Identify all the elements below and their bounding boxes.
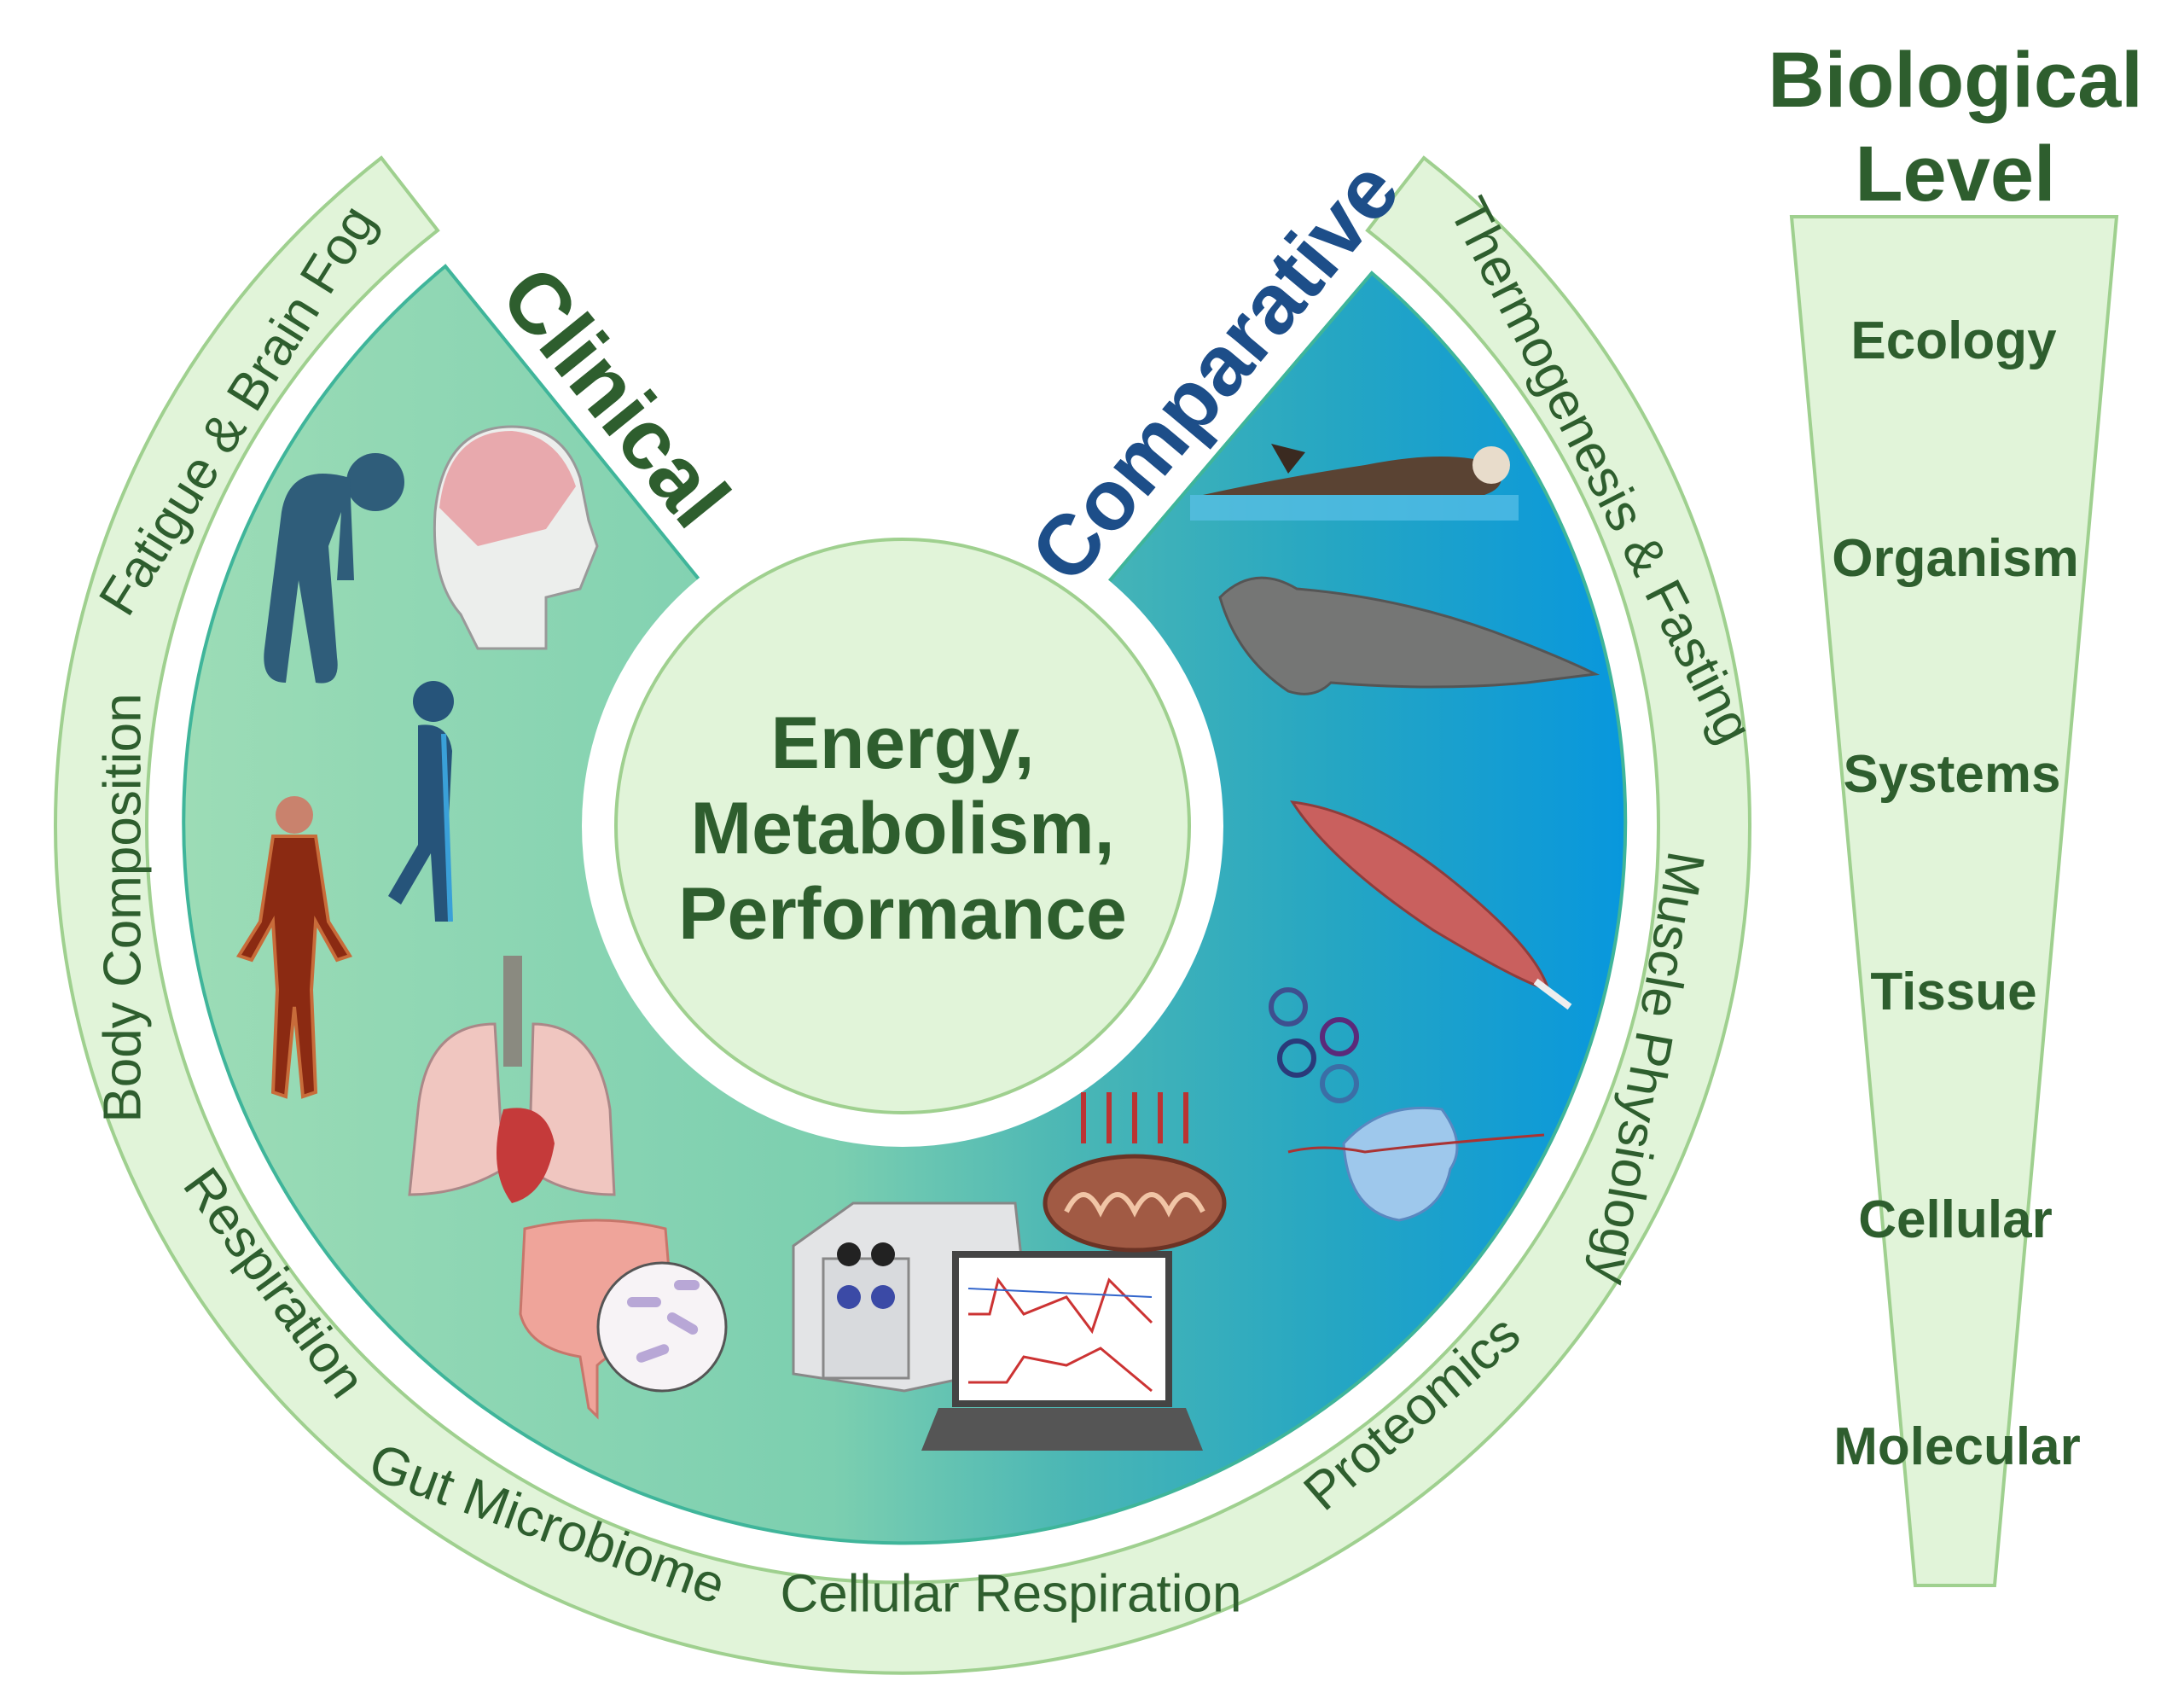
lungs-heart-icon: [408, 956, 616, 1203]
muscle-icon: [1290, 800, 1572, 1010]
seal-icon: [1218, 576, 1600, 695]
fatigued-person-icon: [264, 453, 404, 684]
sea-otter-icon: [1190, 444, 1519, 521]
bacteria-magnified-icon: [596, 1261, 728, 1393]
level-organism: Organism: [1832, 529, 2078, 588]
biological-level-title-line-2: Level: [1855, 131, 2055, 218]
proteins-icon: [1269, 987, 1359, 1103]
skeleton-body-icon: [235, 796, 353, 1099]
ribosome-icon: [1287, 1106, 1545, 1222]
biological-level-title-line-1: Biological: [1768, 37, 2143, 124]
center-line-2: Metabolism,: [691, 788, 1115, 870]
level-cellular: Cellular: [1858, 1190, 2052, 1249]
walking-person-icon: [388, 681, 454, 922]
center-line-3: Performance: [678, 873, 1127, 955]
biological-level-funnel: [1789, 215, 2119, 1587]
ring-label-cellular-respiration: Cellular Respiration: [780, 1564, 1241, 1623]
center-circle: [614, 538, 1191, 1114]
human-head-brain-icon: [433, 425, 599, 650]
mitochondria-heat-icon: [1043, 1092, 1227, 1253]
level-molecular: Molecular: [1833, 1417, 2080, 1476]
ring-label-body-composition: Body Composition: [93, 693, 152, 1122]
level-ecology: Ecology: [1850, 311, 2057, 370]
topic-ring-band: [54, 155, 1751, 1675]
level-tissue: Tissue: [1870, 963, 2036, 1021]
center-line-1: Energy,: [770, 702, 1034, 784]
laptop-icon: [921, 1251, 1203, 1451]
level-systems: Systems: [1843, 745, 2060, 804]
